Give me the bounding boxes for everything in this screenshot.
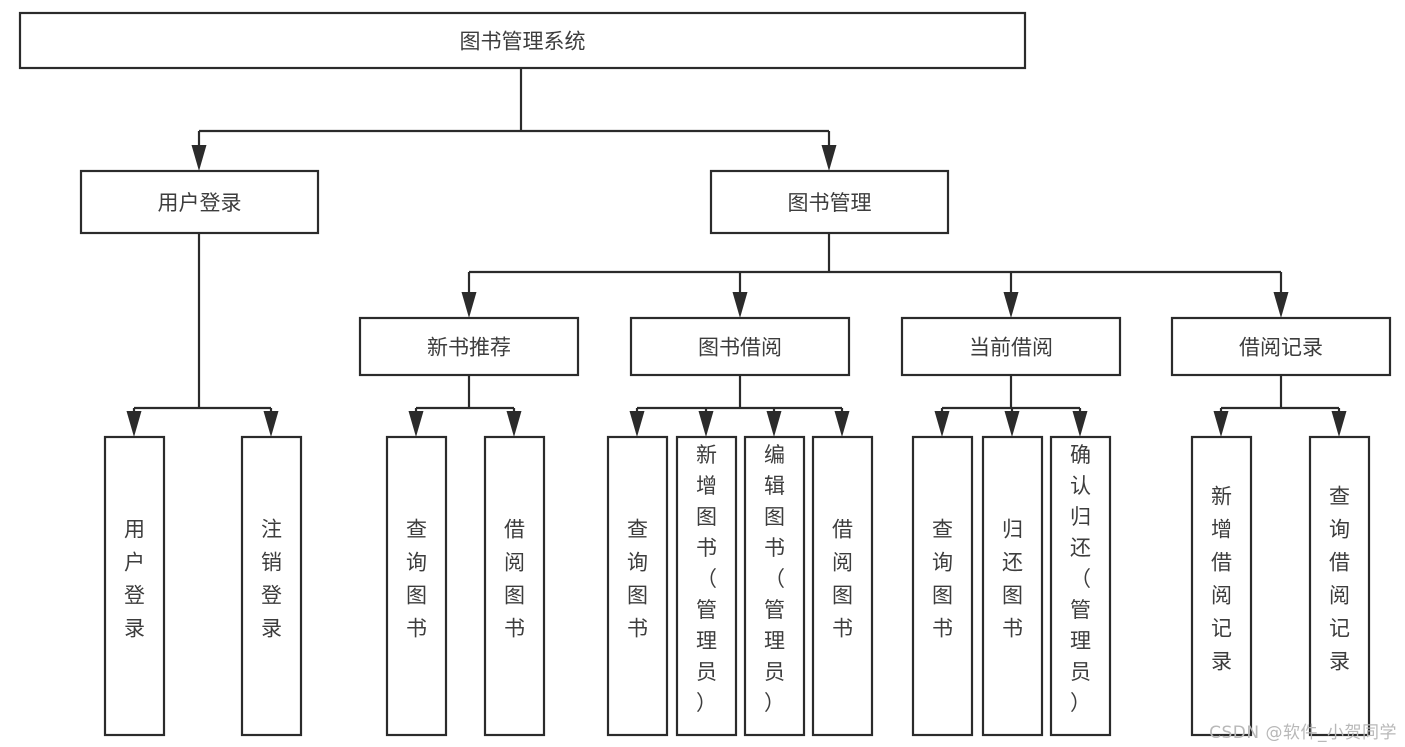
node-leaf-query-record-label: 查询借阅记录 [1329, 485, 1350, 674]
node-leaf-add-record-label: 新增借阅记录 [1211, 485, 1232, 674]
node-current-borrow-box [900, 316, 1122, 377]
node-new-book-recommend[interactable]: 新书推荐 [358, 316, 580, 377]
arrowhead-icon [1213, 411, 1229, 437]
node-leaf-query-book-borrow-label: 查询图书 [627, 518, 648, 641]
node-leaf-confirm-return-box [1049, 435, 1112, 737]
node-leaf-borrow-book-box [811, 435, 874, 737]
arrowhead-icon [1331, 411, 1347, 437]
node-book-borrow[interactable]: 图书借阅 [629, 316, 851, 377]
arrowhead-icon [698, 411, 714, 437]
arrowhead-icon [732, 292, 748, 318]
arrowhead-icon [191, 145, 207, 171]
arrowhead-icon [1273, 292, 1289, 318]
node-leaf-add-book-label: 新增图书（管理员） [696, 443, 717, 715]
connector-bookmgmt-to-level3 [461, 233, 1289, 318]
node-leaf-query-book-recommend-box [385, 435, 448, 737]
connector-records-to-leaves [1213, 375, 1347, 437]
node-leaf-query-book-borrow[interactable]: 查询图书 [606, 435, 669, 737]
node-leaf-query-book-borrow-box [606, 435, 669, 737]
arrowhead-icon [821, 145, 837, 171]
node-leaf-return-book-label: 归还图书 [1002, 518, 1023, 641]
node-leaf-logout[interactable]: 注销登录 [240, 435, 303, 737]
node-leaf-query-book-recommend[interactable]: 查询图书 [385, 435, 448, 737]
node-leaf-return-book[interactable]: 归还图书 [981, 435, 1044, 737]
node-leaf-add-book[interactable]: 新增图书（管理员） [675, 435, 738, 737]
node-leaf-edit-book-box [743, 435, 806, 737]
arrowhead-icon [506, 411, 522, 437]
node-borrow-records-label: 借阅记录 [1239, 336, 1323, 360]
node-book-borrow-label: 图书借阅 [698, 336, 782, 360]
node-leaf-add-record[interactable]: 新增借阅记录 [1190, 435, 1253, 737]
node-user-login-box [79, 169, 320, 235]
arrowhead-icon [126, 411, 142, 437]
node-leaf-query-record[interactable]: 查询借阅记录 [1308, 435, 1371, 737]
arrowhead-icon [834, 411, 850, 437]
node-user-login-label: 用户登录 [158, 191, 242, 215]
node-current-borrow[interactable]: 当前借阅 [900, 316, 1122, 377]
nodes-layer: 图书管理系统用户登录图书管理新书推荐图书借阅当前借阅借阅记录用户登录注销登录查询… [18, 11, 1392, 737]
arrowhead-icon [263, 411, 279, 437]
node-root[interactable]: 图书管理系统 [18, 11, 1027, 70]
node-leaf-borrow-book-recommend-box [483, 435, 546, 737]
connector-userlogin-to-leaves [126, 233, 279, 437]
node-book-management-label: 图书管理 [788, 191, 872, 215]
node-leaf-query-record-box [1308, 435, 1371, 737]
node-book-management[interactable]: 图书管理 [709, 169, 950, 235]
node-leaf-query-book-current[interactable]: 查询图书 [911, 435, 974, 737]
arrowhead-icon [1003, 292, 1019, 318]
connector-borrow-to-leaves [629, 375, 850, 437]
node-root-box [18, 11, 1027, 70]
node-leaf-logout-box [240, 435, 303, 737]
arrowhead-icon [461, 292, 477, 318]
arrowhead-icon [934, 411, 950, 437]
node-leaf-edit-book[interactable]: 编辑图书（管理员） [743, 435, 806, 737]
arrowhead-icon [1072, 411, 1088, 437]
node-leaf-logout-label: 注销登录 [261, 518, 282, 641]
node-leaf-edit-book-label: 编辑图书（管理员） [764, 443, 785, 715]
node-borrow-records-box [1170, 316, 1392, 377]
node-root-label: 图书管理系统 [460, 30, 586, 54]
node-new-book-recommend-box [358, 316, 580, 377]
arrowhead-icon [408, 411, 424, 437]
node-book-management-box [709, 169, 950, 235]
connector-root-to-level2 [191, 68, 837, 171]
node-leaf-borrow-book[interactable]: 借阅图书 [811, 435, 874, 737]
node-leaf-borrow-book-label: 借阅图书 [832, 518, 853, 641]
node-leaf-add-record-box [1190, 435, 1253, 737]
node-user-login[interactable]: 用户登录 [79, 169, 320, 235]
arrowhead-icon [766, 411, 782, 437]
node-leaf-user-login-label: 用户登录 [124, 518, 145, 641]
connector-current-to-leaves [934, 375, 1088, 437]
node-leaf-add-book-box [675, 435, 738, 737]
arrowhead-icon [1004, 411, 1020, 437]
node-leaf-return-book-box [981, 435, 1044, 737]
node-new-book-recommend-label: 新书推荐 [427, 336, 511, 360]
node-leaf-confirm-return[interactable]: 确认归还（管理员） [1049, 435, 1112, 737]
node-leaf-user-login-box [103, 435, 166, 737]
node-current-borrow-label: 当前借阅 [969, 336, 1053, 360]
node-leaf-confirm-return-label: 确认归还（管理员） [1070, 443, 1091, 715]
connectors-layer [126, 68, 1347, 437]
arrowhead-icon [629, 411, 645, 437]
node-leaf-query-book-current-box [911, 435, 974, 737]
node-leaf-borrow-book-recommend[interactable]: 借阅图书 [483, 435, 546, 737]
connector-recommend-to-leaves [408, 375, 522, 437]
node-leaf-query-book-current-label: 查询图书 [932, 518, 953, 641]
node-leaf-borrow-book-recommend-label: 借阅图书 [504, 518, 525, 641]
node-leaf-query-book-recommend-label: 查询图书 [406, 518, 427, 641]
node-leaf-user-login[interactable]: 用户登录 [103, 435, 166, 737]
node-borrow-records[interactable]: 借阅记录 [1170, 316, 1392, 377]
node-book-borrow-box [629, 316, 851, 377]
